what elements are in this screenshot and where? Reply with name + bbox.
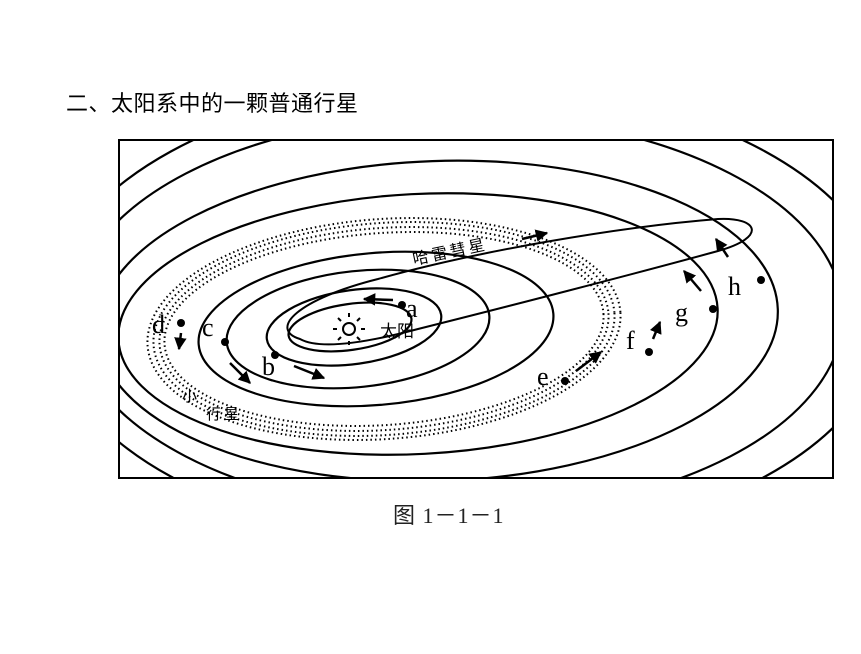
arrow-h — [714, 237, 730, 258]
planet-label-g: g — [675, 298, 688, 327]
arrow-b — [293, 364, 326, 380]
asteroid-belt-4 — [146, 217, 622, 441]
asteroid-belt-1 — [163, 231, 605, 427]
asteroid-label-1: 小 — [182, 387, 197, 405]
planet-dot-e — [561, 377, 569, 385]
planet-label-f: f — [626, 326, 635, 355]
halley-comet-orbit — [286, 217, 753, 346]
arrow-e — [575, 351, 602, 372]
section-heading: 二、太阳系中的一颗普通行星 — [66, 92, 359, 117]
solar-system-diagram: 太阳 a b c d e f g h 哈雷彗星 小 行星 — [118, 139, 834, 479]
arrow-f — [649, 320, 662, 340]
planet-dot-b — [271, 351, 279, 359]
figure-caption: 图 1－1－1 — [393, 503, 505, 528]
asteroid-label-2: 行星 — [206, 405, 242, 423]
orbit-venus — [265, 287, 443, 367]
orbit-jupiter — [120, 192, 719, 456]
arrow-g — [683, 270, 702, 292]
planet-dot-f — [645, 348, 653, 356]
planet-dot-a — [398, 301, 406, 309]
sun-label: 太阳 — [380, 322, 414, 342]
orbit-mercury — [287, 301, 413, 353]
planet-dot-h — [757, 276, 765, 284]
orbit-saturn — [120, 159, 779, 477]
asteroid-belt-3 — [152, 221, 616, 437]
planet-label-h: h — [728, 272, 741, 301]
planet-label-e: e — [537, 362, 549, 391]
arrow-a — [362, 293, 394, 306]
planet-label-c: c — [202, 313, 214, 342]
planet-dot-c — [221, 338, 229, 346]
planet-dot-d — [177, 319, 185, 327]
planet-dots — [177, 276, 765, 385]
sun-icon — [333, 313, 365, 345]
planet-label-b: b — [262, 352, 275, 381]
planet-dot-g — [709, 305, 717, 313]
planet-label-a: a — [406, 294, 418, 323]
arrow-c — [229, 362, 251, 384]
arrow-comet — [521, 229, 549, 242]
orbit-mars — [197, 250, 555, 408]
diagram-frame — [118, 139, 834, 479]
arrow-d — [174, 332, 187, 351]
planet-label-d: d — [152, 310, 165, 339]
